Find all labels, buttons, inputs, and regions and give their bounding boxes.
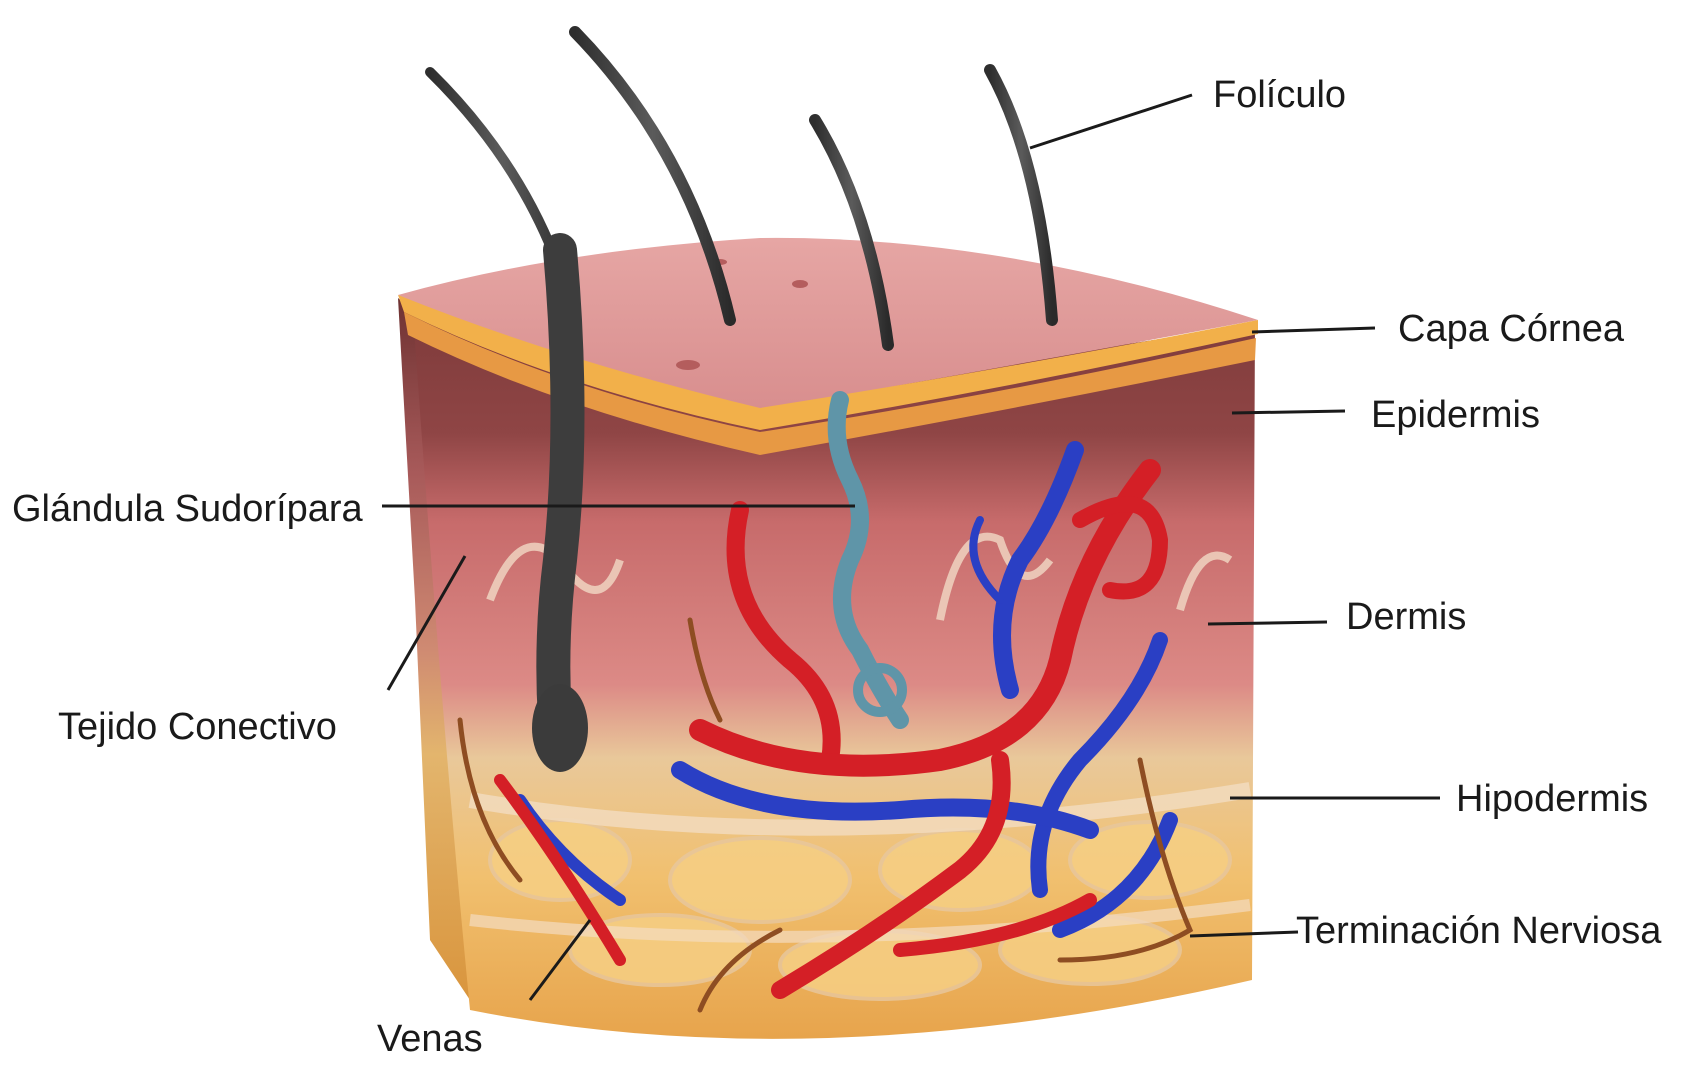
label-terminacion-nerviosa: Terminación Nerviosa bbox=[1296, 910, 1662, 952]
label-dermis: Dermis bbox=[1346, 596, 1467, 638]
label-epidermis: Epidermis bbox=[1371, 394, 1540, 436]
label-hipodermis: Hipodermis bbox=[1456, 778, 1649, 820]
label-tejido-conectivo: Tejido Conectivo bbox=[58, 706, 337, 748]
label-venas: Venas bbox=[377, 1018, 483, 1060]
label-capa-cornea: Capa Córnea bbox=[1398, 308, 1625, 350]
label-foliculo: Folículo bbox=[1213, 74, 1347, 116]
label-glandula-sudoripara: Glándula Sudorípara bbox=[12, 488, 363, 530]
